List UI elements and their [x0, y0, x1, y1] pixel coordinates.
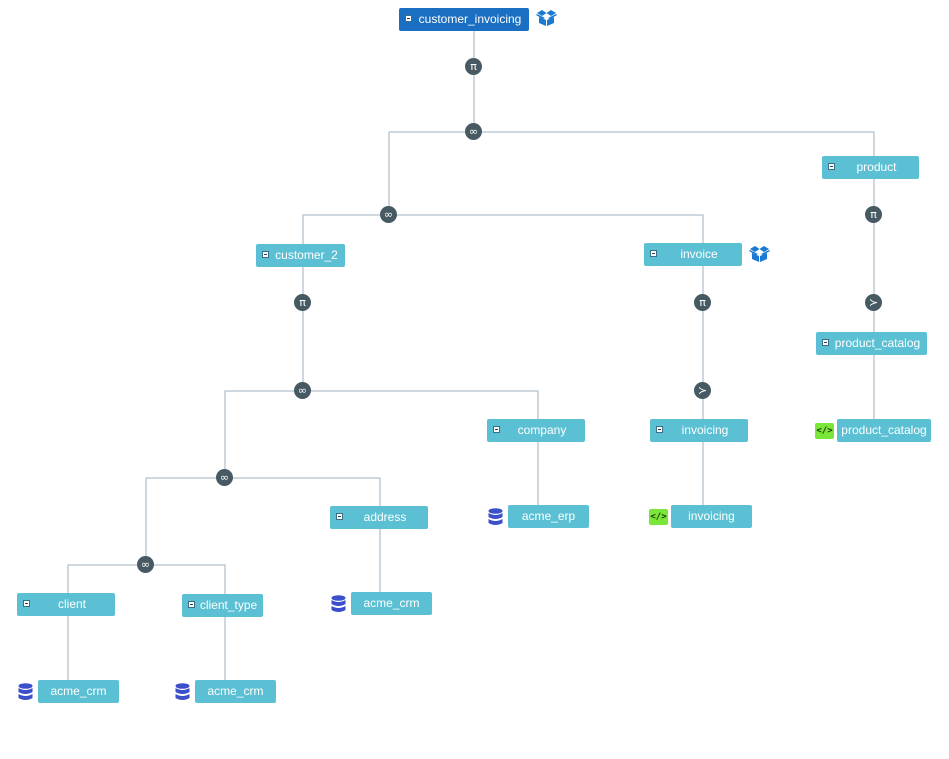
- code-icon: </>: [815, 423, 834, 439]
- projection-operator[interactable]: π: [694, 294, 711, 311]
- projection-operator[interactable]: π: [865, 206, 882, 223]
- collapse-icon[interactable]: [493, 426, 500, 433]
- node-client[interactable]: client: [17, 593, 115, 616]
- node-label: product: [856, 160, 897, 174]
- node-customer-2[interactable]: customer_2: [256, 244, 345, 267]
- selection-operator[interactable]: ≻: [694, 382, 711, 399]
- node-product-catalog[interactable]: product_catalog: [816, 332, 927, 355]
- node-label: invoice: [680, 247, 718, 261]
- join-operator[interactable]: ∞: [137, 556, 154, 573]
- database-icon: [175, 683, 190, 700]
- collapse-icon[interactable]: [650, 250, 657, 257]
- collapse-icon[interactable]: [23, 600, 30, 607]
- join-operator[interactable]: ∞: [380, 206, 397, 223]
- node-invoicing[interactable]: invoicing: [650, 419, 748, 442]
- node-label: invoicing: [681, 423, 729, 437]
- node-customer-invoicing[interactable]: customer_invoicing: [399, 8, 529, 31]
- collapse-icon[interactable]: [336, 513, 343, 520]
- collapse-icon[interactable]: [656, 426, 663, 433]
- box-icon: [749, 246, 770, 262]
- node-label: client: [57, 597, 86, 611]
- node-label: customer_invoicing: [418, 12, 522, 26]
- node-product[interactable]: product: [822, 156, 919, 179]
- collapse-icon[interactable]: [188, 601, 195, 608]
- join-operator[interactable]: ∞: [465, 123, 482, 140]
- node-invoice[interactable]: invoice: [644, 243, 742, 266]
- source-company[interactable]: acme_erp: [508, 505, 589, 528]
- source-client[interactable]: acme_crm: [38, 680, 119, 703]
- node-label: product_catalog: [834, 336, 921, 350]
- box-icon: [536, 10, 557, 26]
- selection-operator[interactable]: ≻: [865, 294, 882, 311]
- collapse-icon[interactable]: [405, 15, 412, 22]
- node-client-type[interactable]: client_type: [182, 594, 263, 617]
- collapse-icon[interactable]: [262, 251, 269, 258]
- collapse-icon[interactable]: [822, 339, 829, 346]
- join-operator[interactable]: ∞: [294, 382, 311, 399]
- node-company[interactable]: company: [487, 419, 585, 442]
- database-icon: [488, 508, 503, 525]
- node-label: customer_2: [275, 248, 338, 262]
- node-address[interactable]: address: [330, 506, 428, 529]
- source-client-type[interactable]: acme_crm: [195, 680, 276, 703]
- join-operator[interactable]: ∞: [216, 469, 233, 486]
- collapse-icon[interactable]: [828, 163, 835, 170]
- database-icon: [18, 683, 33, 700]
- source-address[interactable]: acme_crm: [351, 592, 432, 615]
- code-icon: </>: [649, 509, 668, 525]
- node-label: address: [363, 510, 407, 524]
- node-label: client_type: [199, 598, 258, 612]
- projection-operator[interactable]: π: [294, 294, 311, 311]
- source-product-catalog[interactable]: product_catalog: [837, 419, 931, 442]
- database-icon: [331, 595, 346, 612]
- source-invoicing[interactable]: invoicing: [671, 505, 752, 528]
- node-label: company: [517, 423, 567, 437]
- projection-operator[interactable]: π: [465, 58, 482, 75]
